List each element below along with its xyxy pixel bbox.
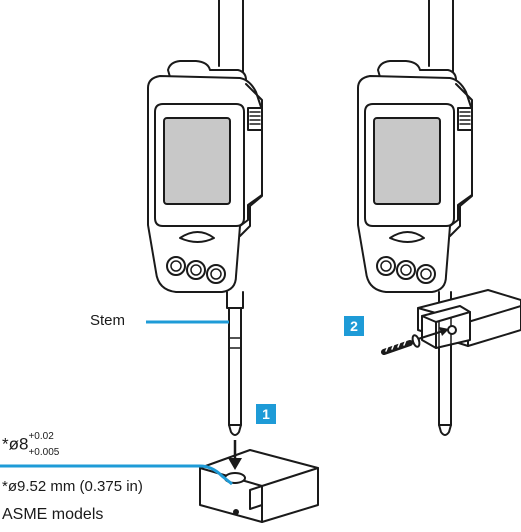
stem-label: Stem (90, 312, 126, 329)
bore-upper-tolerance: +0.02 (28, 431, 54, 442)
left-indicator (147, 0, 263, 436)
left-stem (228, 307, 242, 426)
bore-diameter-alt-label: *ø9.52 mm (0.375 in) (2, 478, 143, 495)
bore-diameter-label: *ø8+0.02 +0.005 (2, 432, 68, 458)
step-2-badge: 2 (344, 316, 364, 336)
bore-diameter-main: *ø8 (2, 434, 29, 454)
left-stem-tip (228, 424, 242, 436)
left-top-rod (218, 0, 244, 77)
screw-icon (381, 334, 421, 355)
right-screen (373, 117, 441, 205)
left-side-panel (239, 83, 263, 237)
right-indicator (357, 0, 521, 436)
bore-tolerance: +0.02 +0.005 (28, 432, 68, 458)
left-lens (179, 231, 215, 243)
left-stem-collar (226, 291, 244, 309)
left-screen (163, 117, 231, 205)
arrow-down-icon (228, 440, 242, 470)
mounting-block (199, 449, 319, 523)
bore-leader-line (0, 464, 233, 486)
bore-lower-tolerance: +0.005 (28, 447, 60, 458)
step-1-badge: 1 (256, 404, 276, 424)
asme-models-label: ASME models (2, 506, 104, 523)
insert-arrow-icon (417, 327, 449, 340)
